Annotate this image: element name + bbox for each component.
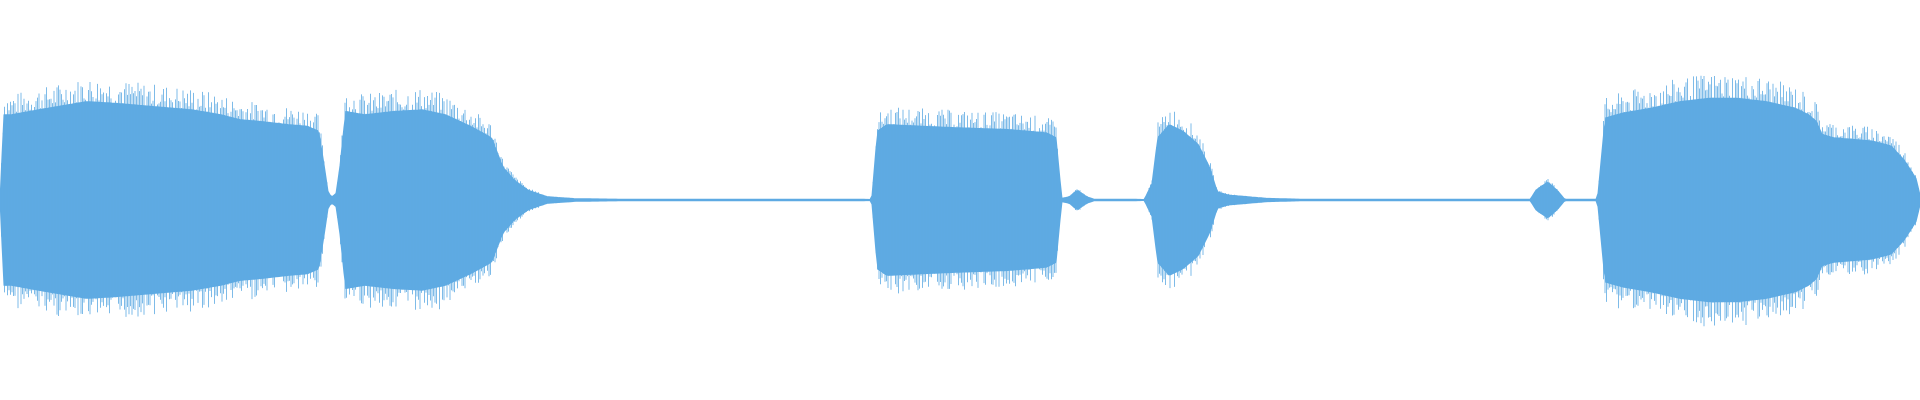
- waveform-peaks: [1, 75, 1919, 327]
